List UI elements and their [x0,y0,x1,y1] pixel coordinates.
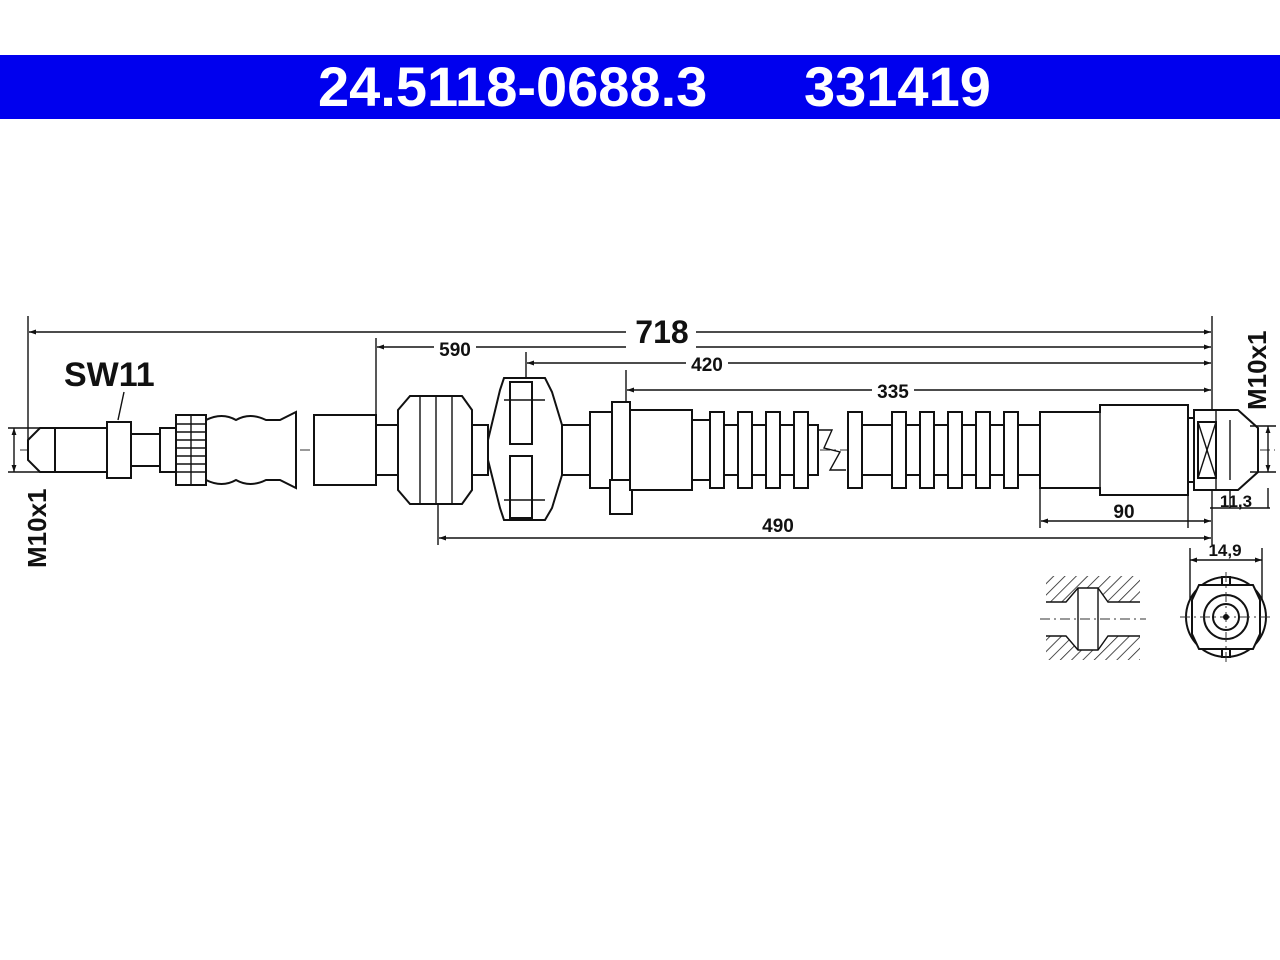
sw11-hex-nut [106,421,132,479]
grommet-1 [397,395,473,505]
sw11-leader [117,391,125,421]
dim-420: 420 [691,355,723,376]
left-thread [54,427,108,473]
hose-ribs-right [847,411,1041,489]
article-number: 24.5118-0688.3 [318,55,708,118]
hose-assembly [20,377,1275,521]
dim-718: 718 [635,314,688,350]
extension-lines [27,316,1270,545]
dim-590: 590 [439,340,471,361]
dim-11-3: 11,3 [1220,492,1252,511]
thread-right-label: M10x1 [1242,331,1272,411]
crimp-sleeve-right [1039,404,1189,496]
thread-left-label: M10x1 [22,489,52,569]
hose-ribs-left [709,411,819,489]
dim-490: 490 [762,516,794,537]
left-thread-tip [27,427,56,473]
bracket-clip [589,411,613,489]
dimension-lines [8,329,1276,600]
dim-14-9: 14,9 [1208,541,1241,560]
crimp-sleeve-left [313,414,377,486]
port-section-detail [1040,576,1146,660]
fitting-end-view [1180,572,1272,664]
dim-90: 90 [1113,502,1134,523]
title-banner: 24.5118-0688.3 331419 [0,55,1280,119]
sw11-label: SW11 [64,356,155,394]
dim-335: 335 [877,382,909,403]
reference-number: 331419 [804,55,991,118]
